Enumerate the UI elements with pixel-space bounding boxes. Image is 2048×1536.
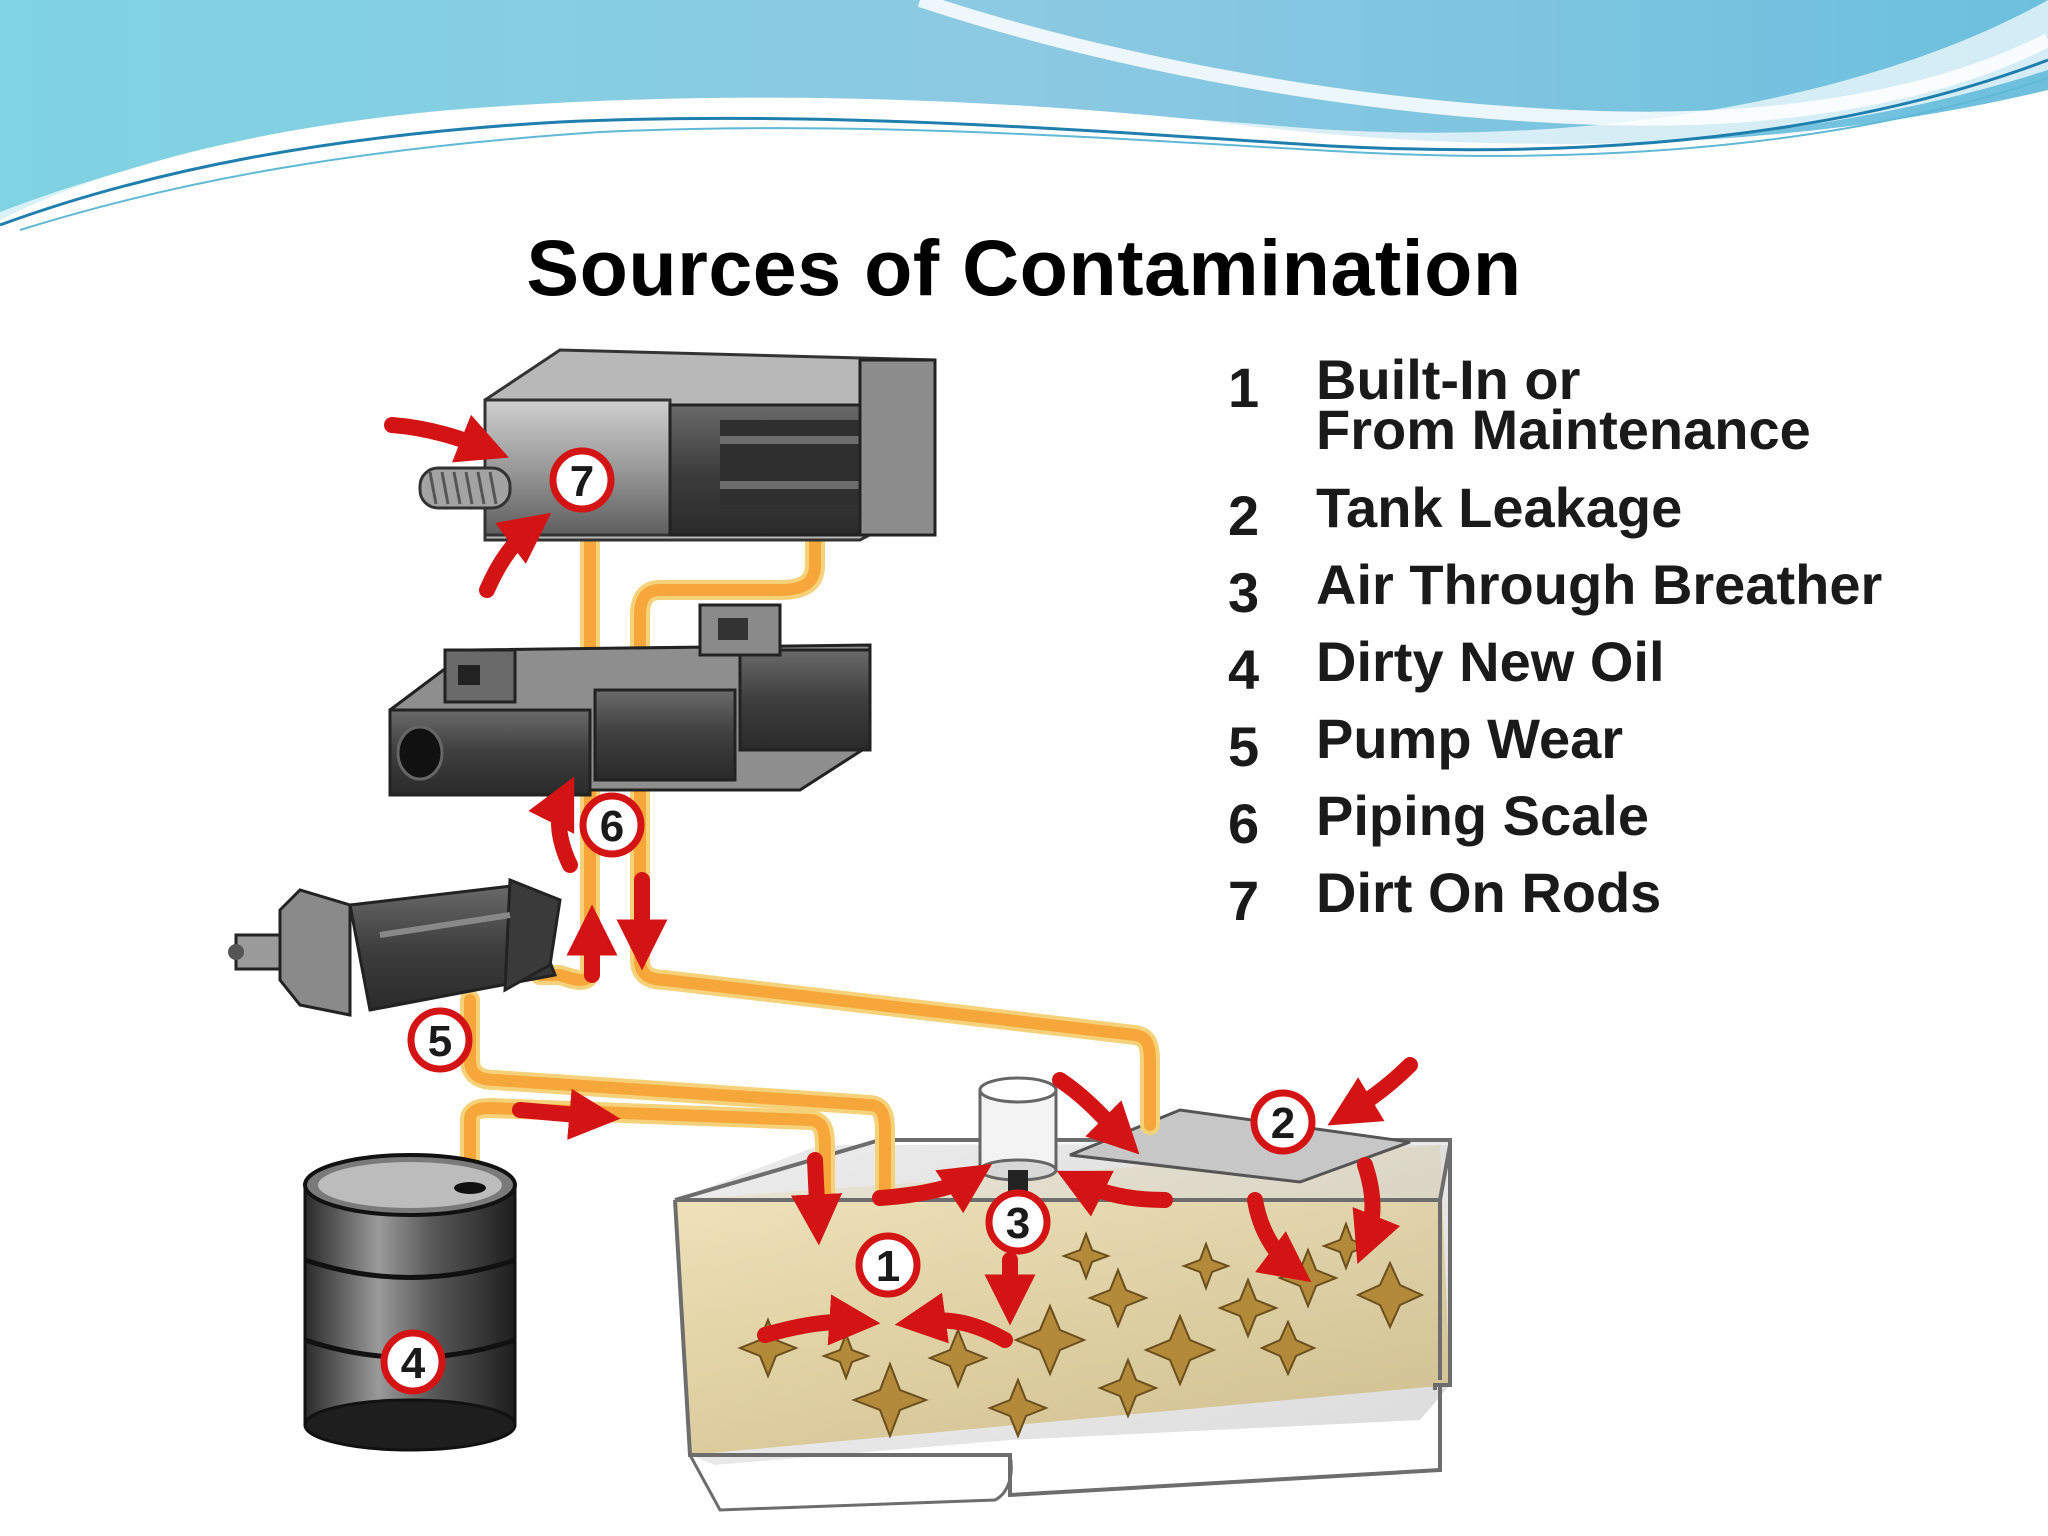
badge-3: 3 (985, 1189, 1051, 1255)
badge-5-label: 5 (428, 1017, 452, 1066)
badge-7-label: 7 (570, 457, 594, 506)
hydraulic-cylinder (418, 348, 937, 542)
legend-item-number: 4 (1228, 638, 1260, 701)
breather (978, 1076, 1058, 1194)
badge-4-label: 4 (401, 1339, 426, 1388)
badge-2-label: 2 (1271, 1099, 1295, 1148)
legend-item-number: 7 (1228, 869, 1260, 932)
directional-valve (388, 603, 872, 797)
badge-1-label: 1 (876, 1242, 900, 1291)
legend-item-number: 6 (1228, 792, 1260, 855)
badge-7: 7 (549, 447, 615, 513)
wave-header-graphic (0, 0, 2048, 231)
badge-6-label: 6 (600, 802, 624, 851)
legend-item-line1: Built-In or (1316, 348, 1581, 411)
oil-drum (303, 1153, 517, 1452)
badge-4: 4 (380, 1329, 446, 1395)
legend-item-number: 1 (1228, 356, 1260, 419)
legend-item-label: Dirty New Oil (1316, 630, 1665, 693)
badge-6: 6 (579, 792, 645, 858)
legend-item-number: 3 (1228, 561, 1260, 624)
badge-3-label: 3 (1006, 1199, 1030, 1248)
legend-item-label: Tank Leakage (1316, 476, 1683, 539)
contamination-arrows (384, 414, 1418, 1348)
legend-item-number: 2 (1228, 484, 1260, 547)
legend-item-label: Pump Wear (1316, 707, 1624, 770)
legend-item-label: Piping Scale (1316, 784, 1649, 847)
legend-item-number: 5 (1228, 715, 1260, 778)
badge-1: 1 (855, 1232, 921, 1298)
slide-title: Sources of Contamination (526, 223, 1522, 312)
legend-item-label: Dirt On Rods (1316, 861, 1662, 924)
hydraulic-pump (228, 877, 562, 1017)
badge-2: 2 (1250, 1089, 1316, 1155)
legend-item-line2: From Maintenance (1316, 398, 1811, 461)
badge-5: 5 (407, 1007, 473, 1073)
legend-item-label: Air Through Breather (1316, 553, 1883, 616)
